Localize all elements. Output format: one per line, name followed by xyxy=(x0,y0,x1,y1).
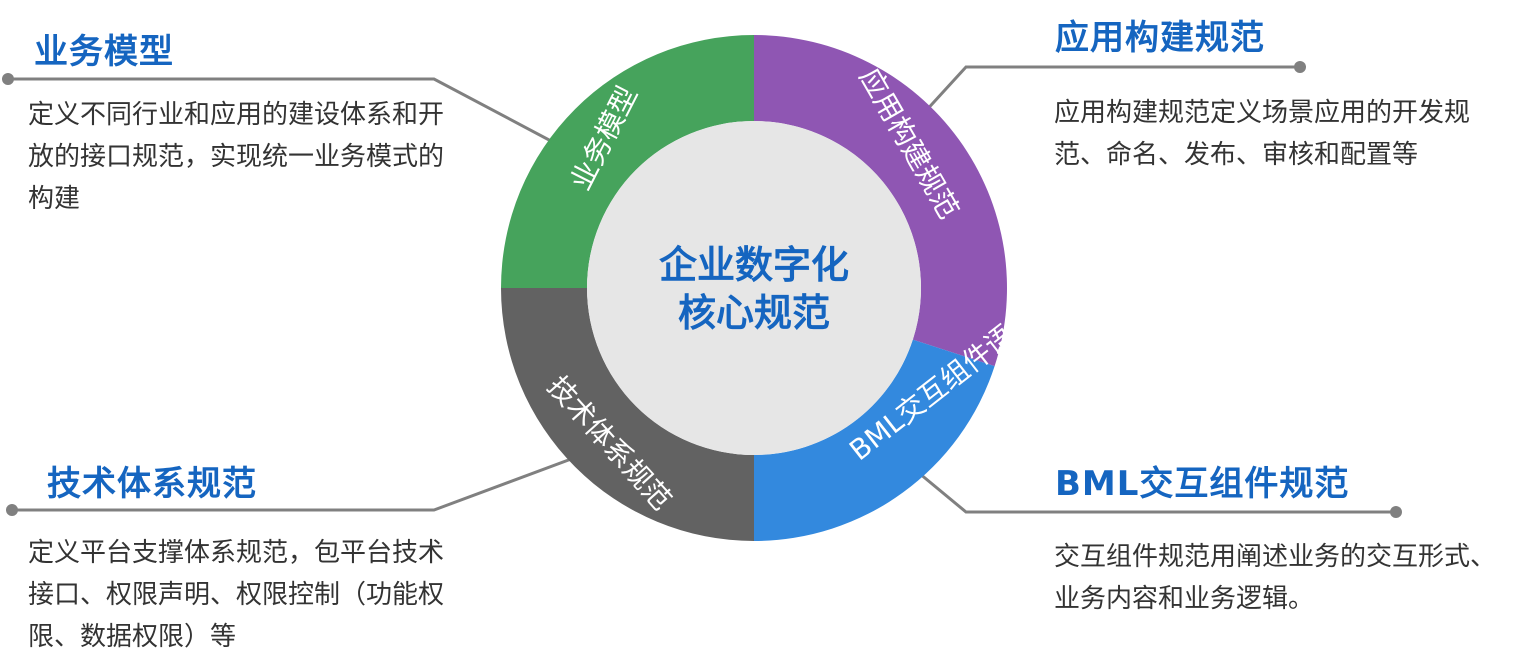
connector-app-build-spec-outer-dot xyxy=(1294,61,1306,73)
connector-tech-system-spec-outer-dot xyxy=(6,504,18,516)
ring-segment-tech xyxy=(501,288,754,541)
callout-title-bml-component-spec: BML交互组件规范 xyxy=(1055,464,1350,504)
connector-business-model xyxy=(8,77,569,152)
callout-text-bml-component-spec: 交互组件规范用阐述业务的交互形式、业务内容和业务逻辑。 xyxy=(1054,542,1497,614)
callout-text-app-build-spec: 应用构建规范定义场景应用的开发规范、命名、发布、审核和配置等 xyxy=(1054,98,1471,170)
center-title-line1: 企业数字化 xyxy=(659,243,849,287)
callout-text-business-model: 定义不同行业和应用的建设体系和开放的接口规范，实现统一业务模式的构建 xyxy=(28,100,445,214)
ring-segment-bml xyxy=(754,339,995,541)
center-title-line2: 核心规范 xyxy=(678,291,830,335)
center-circle xyxy=(587,121,921,455)
callout-title-tech-system-spec: 技术体系规范 xyxy=(47,464,257,504)
callout-title-business-model: 业务模型 xyxy=(34,32,174,72)
ring-segment-business xyxy=(501,35,754,288)
callout-text-tech-system-spec: 定义平台支撑体系规范，包平台技术接口、权限声明、权限控制（功能权限、数据权限）等 xyxy=(28,538,445,652)
connector-bml-component-spec xyxy=(901,457,1396,514)
connector-tech-system-spec xyxy=(12,450,591,512)
connector-bml-component-spec-outer-dot xyxy=(1390,506,1402,518)
ring-segment-app xyxy=(754,35,1008,367)
connector-business-model-outer-dot xyxy=(2,73,14,85)
ring xyxy=(501,35,1008,541)
callout-title-app-build-spec: 应用构建规范 xyxy=(1055,18,1265,58)
